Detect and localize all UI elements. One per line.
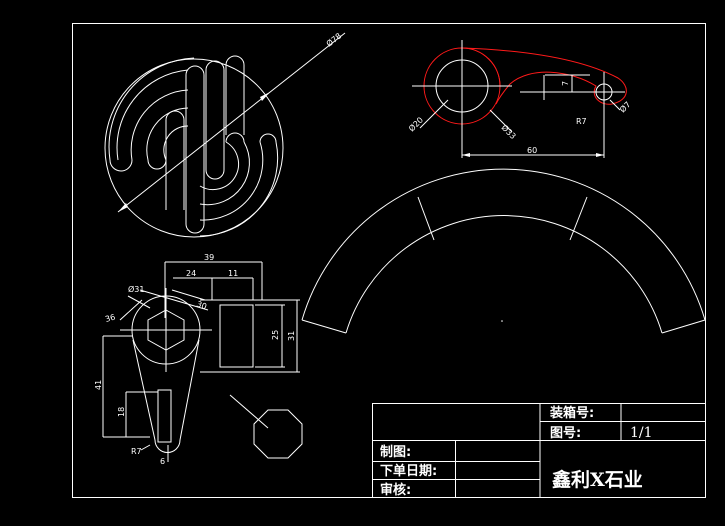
dim-41: 41 [94,380,103,390]
dim-phi33: Ø33 [500,122,519,141]
arch-view [301,168,706,334]
dim-31: 31 [287,331,296,341]
dim-7: 7 [561,81,570,86]
dim-30: 30 [195,299,208,311]
dim-r7-top: R7 [576,117,587,126]
order-date-label: 下单日期: [380,463,437,479]
dim-r7-bottom: R7 [131,447,142,456]
dim-6: 6 [160,457,165,466]
drawing-no-label: 装箱号: [549,405,594,421]
dim-18: 18 [117,407,126,417]
dim-36: 36 [104,313,116,324]
dim-39: 39 [204,253,214,262]
title-block: 装箱号: 图号: 1/1 制图: 下单日期: 审核: 鑫利X石业 [372,403,706,498]
dim-phi31: Ø31 [128,284,144,294]
dim-60: 60 [527,146,537,155]
drawn-label: 制图: [380,444,411,460]
lever-view: Ø20 Ø33 Ø7 R7 60 7 [406,40,632,158]
circle-pattern-view: Ø78 [104,31,346,238]
bracket-view: 39 24 11 Ø31 30 36 25 31 41 18 R7 6 [94,253,300,466]
sheet-value: 1/1 [630,425,653,441]
company-name: 鑫利X石业 [551,468,643,491]
sheet-label: 图号: [550,426,581,441]
dim-25: 25 [271,330,280,340]
review-label: 审核: [380,482,411,498]
dim-phi20: Ø20 [406,115,425,134]
dim-24: 24 [186,269,196,278]
dim-11: 11 [228,269,238,278]
dim-phi78: Ø78 [324,31,343,49]
octagon-view [229,394,303,459]
